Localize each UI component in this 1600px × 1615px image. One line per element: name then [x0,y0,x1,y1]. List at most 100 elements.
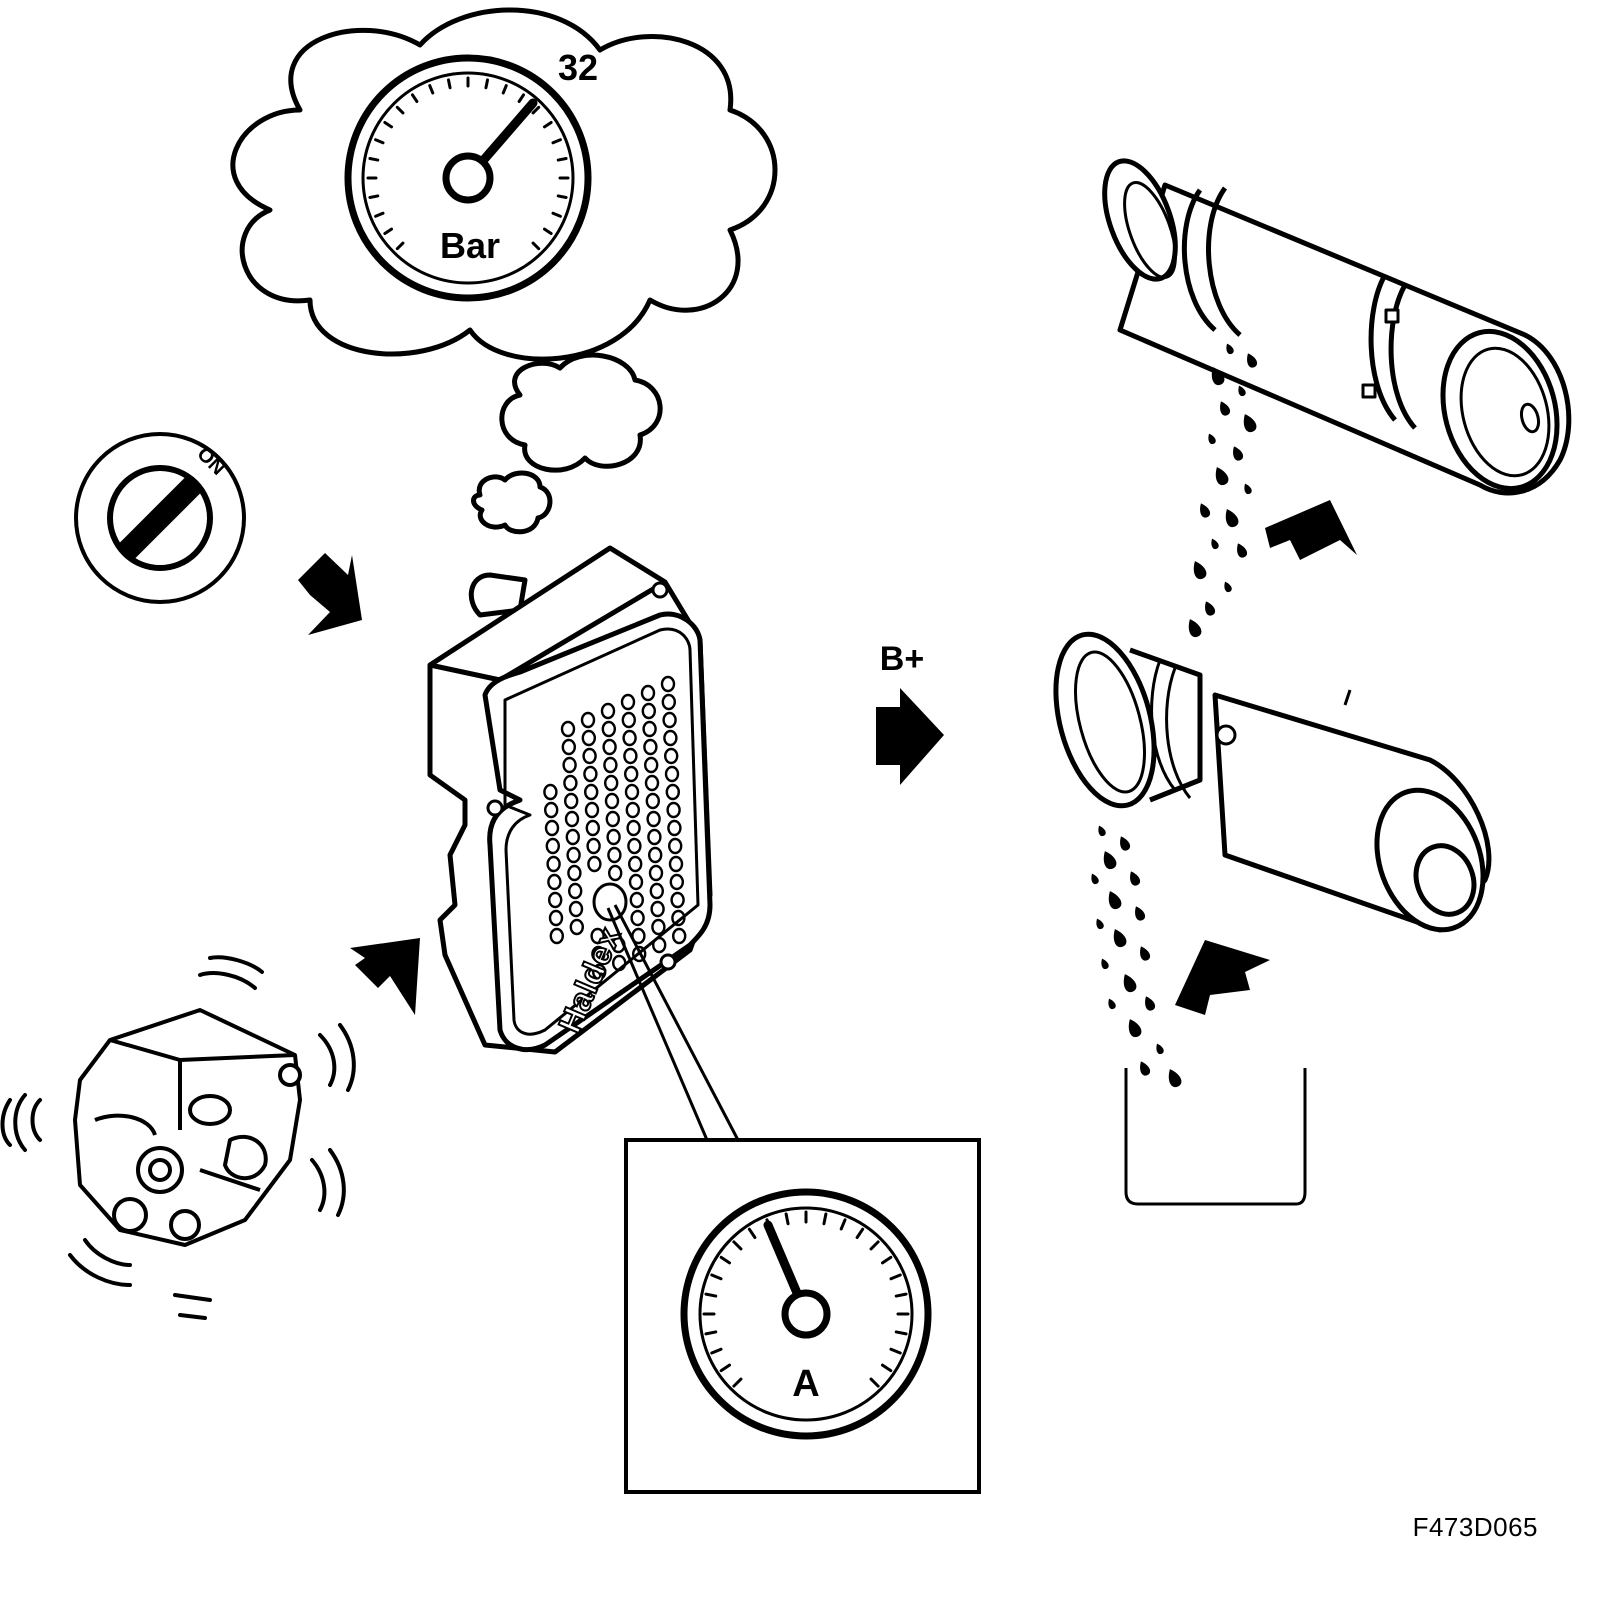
oil-drop [1101,958,1109,970]
ammeter-tick [894,1330,908,1336]
vent-hole [666,801,681,819]
engine-vibration-marks [0,955,356,1320]
oil-drop [1244,483,1252,495]
oil-drop [1108,891,1122,910]
pressure-gauge-tick [368,156,380,162]
vent-hole [603,756,618,774]
vent-hole [663,729,678,747]
vent-hole [568,900,584,918]
ammeter-tick [704,1330,718,1336]
pressure-unit-label: Bar [440,225,500,266]
oil-drop [1208,433,1216,445]
vent-hole [567,864,582,882]
oil-drop [1130,871,1141,886]
vent-hole [649,882,664,900]
oil-drop [1238,385,1246,397]
vent-hole [652,936,667,954]
vent-hole [569,918,584,936]
vent-hole [625,801,640,819]
pressure-gauge-tick [531,105,541,115]
ammeter-tick [710,1347,723,1355]
oil-drop [1091,873,1099,885]
callout-lines [606,904,740,1141]
oil-drop [1225,509,1239,528]
vent-hole [580,711,596,729]
ammeter-tick [839,1218,847,1231]
oil-drops [1091,343,1258,1088]
oil-drop [1103,851,1117,870]
vent-hole [621,711,636,729]
vent-hole [548,891,563,909]
vent-hole [645,792,660,810]
vent-hole [604,774,619,792]
ammeter-hub [781,1289,831,1339]
oil-drop [1237,543,1248,558]
vent-hole [584,801,600,819]
vent-hole [668,837,683,855]
oil-drop [1123,974,1137,993]
ammeter-tick [732,1240,743,1251]
oil-drop [1140,1061,1151,1076]
vent-hole [546,855,561,873]
vent-hole [630,909,645,927]
vent-hole [561,738,576,756]
vent-hole [544,801,559,819]
vent-hole [672,927,687,945]
pressure-gauge-tick [383,120,394,129]
oil-drop [1224,581,1232,593]
vent-hole [665,783,680,801]
arrow-ignition-to-module [298,553,362,635]
ammeter-tick [869,1377,880,1388]
ammeter-tick [747,1227,757,1240]
vent-hole [667,819,682,837]
vent-hole [650,900,665,918]
vent-hole [664,747,679,765]
pressure-gauge-tick [551,138,562,145]
vent-hole [590,927,605,945]
ammeter-tick [784,1212,790,1226]
vent-hole [612,954,627,972]
vent-hole [661,693,676,711]
vent-hole [562,756,577,774]
arrow-b-plus [876,688,944,785]
pressure-gauge-tick [531,241,541,251]
vent-hole [604,792,620,810]
oil-drop [1135,906,1146,921]
oil-drop [1128,1019,1142,1038]
vent-hole [585,819,600,837]
battery-supply-label: B+ [880,640,924,678]
oil-drop [1211,367,1225,386]
vent-hole [568,882,583,900]
vent-hole [564,810,580,828]
pressure-gauge-tick [374,138,385,145]
ignition-key-icon: ON [74,432,246,604]
arrow-up-to-cylinder [1265,500,1357,560]
pressure-gauge-tick [517,93,526,104]
vent-hole [671,909,686,927]
oil-drop [1120,836,1131,851]
oil-drop [1168,1069,1182,1088]
pressure-gauge-hub [442,152,494,204]
vent-hole [548,909,564,927]
vent-hole [582,747,597,765]
ammeter-tick [889,1347,902,1355]
oil-drop [1145,996,1156,1011]
control-module-icon [427,545,713,1055]
arrow-reservoir-to-pump [1175,940,1270,1015]
vent-hole [620,693,636,711]
oil-drop [1243,414,1257,433]
vent-hole [642,720,657,738]
pressure-gauge-tick [446,78,452,90]
vent-hole [566,846,581,864]
vent-hole [669,873,684,891]
vent-hole [664,765,680,783]
ammeter-tick [732,1377,743,1388]
oil-drop [1233,446,1244,461]
vent-hole [647,828,662,846]
vent-hole [644,756,659,774]
vent-hole [648,846,663,864]
vent-hole [606,828,621,846]
oil-drop [1096,918,1104,930]
oil-drop [1215,467,1229,486]
